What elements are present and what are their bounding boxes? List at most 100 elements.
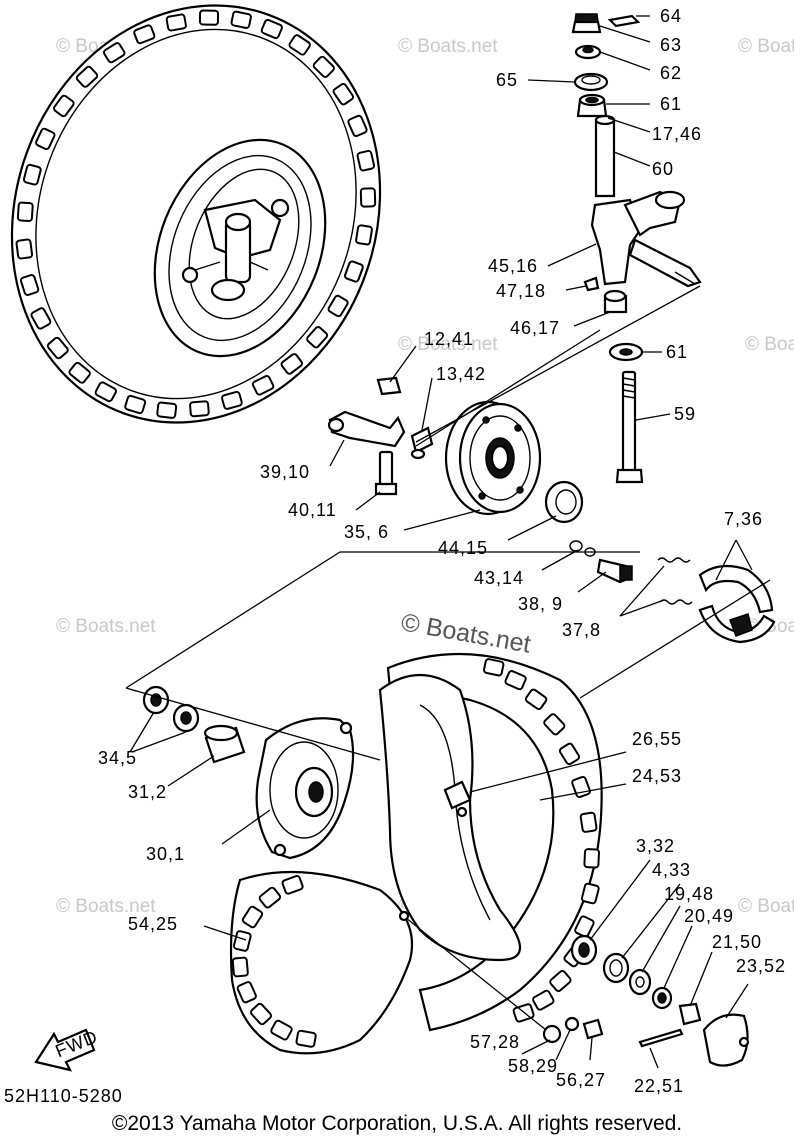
callout-54-25: 54,25: [128, 914, 178, 934]
tread-lug: [102, 42, 126, 64]
tread-lug: [347, 114, 368, 137]
tread-lug: [280, 353, 303, 375]
callout-23-52: 23,52: [736, 956, 786, 976]
tread-lug: [356, 149, 376, 172]
brake-arm-group: [327, 376, 776, 644]
tread-lug: [482, 658, 505, 677]
callout-65: 65: [496, 70, 518, 90]
tread-lug: [230, 10, 252, 29]
tread-lug: [15, 238, 34, 260]
copyright-notice: ©2013 Yamaha Motor Corporation, U.S.A. A…: [111, 1112, 683, 1135]
callout-7-36: 7,36: [724, 509, 763, 529]
tread-lug: [580, 882, 600, 905]
tread-lug: [156, 401, 178, 419]
tread-lug: [16, 201, 34, 223]
callout-59: 59: [674, 404, 696, 424]
callout-34-5: 34,5: [98, 748, 137, 768]
callout-44-15: 44,15: [438, 538, 488, 558]
callout-47-18: 47,18: [496, 281, 546, 301]
tread-lug: [558, 742, 581, 766]
tread-lug: [221, 390, 243, 410]
callout-60: 60: [652, 159, 674, 179]
callout-43-14: 43,14: [474, 568, 524, 588]
callout-62: 62: [660, 63, 682, 83]
tread-lug: [312, 55, 335, 78]
tread-lug: [124, 394, 147, 415]
watermark: © Boats.net: [56, 616, 156, 637]
watermark: © Boats.net: [56, 896, 156, 917]
callout-46-17: 46,17: [510, 318, 560, 338]
tread-lug: [46, 336, 69, 360]
drawing-code: 52H110-5280: [4, 1086, 123, 1106]
callout-3-32: 3,32: [636, 836, 675, 856]
callout-21-50: 21,50: [712, 932, 762, 952]
watermark: © Boats.net: [398, 334, 498, 355]
tread-lug: [549, 970, 572, 992]
watermark: © Boats.net: [738, 896, 794, 917]
callout-20-49: 20,49: [684, 906, 734, 926]
tread-lug: [579, 811, 598, 833]
tread-lug: [133, 24, 156, 45]
fwd-arrow: FWD: [34, 1026, 101, 1072]
tread-lug: [22, 163, 42, 186]
tread-lug: [504, 670, 527, 691]
tread-lug: [232, 930, 252, 952]
tread-lug: [94, 381, 117, 403]
callout-64: 64: [660, 6, 682, 26]
callout-30-1: 30,1: [146, 844, 185, 864]
callout-45-16: 45,16: [488, 256, 538, 276]
callout-56-27: 56,27: [556, 1070, 606, 1090]
reference-lines: [125, 285, 771, 761]
tread-lug: [288, 34, 311, 56]
tread-lug: [359, 187, 377, 208]
callout-57-28: 57,28: [470, 1032, 520, 1052]
watermark: © Boats.net: [738, 36, 794, 57]
tread-lug: [68, 361, 91, 384]
tread-lug: [198, 9, 220, 26]
tread-lug: [306, 326, 329, 349]
tread-lug: [258, 886, 282, 909]
callout-58-29: 58,29: [508, 1056, 558, 1076]
tread-lug: [53, 94, 75, 118]
callout-22-51: 22,51: [634, 1076, 684, 1096]
leader-lines: [129, 15, 753, 1069]
tread-lug: [583, 848, 600, 869]
tread-lug: [165, 13, 187, 32]
watermark-center: © Boats.net: [399, 608, 533, 658]
callout-61: 61: [660, 94, 682, 114]
tread-lug: [251, 375, 275, 396]
callout-13-42: 13,42: [436, 364, 486, 384]
tread-lug: [327, 294, 349, 318]
tread-lug: [231, 956, 249, 978]
knuckle-parts: [571, 13, 702, 314]
callout-4-33: 4,33: [652, 860, 691, 880]
tread-lug: [35, 127, 56, 151]
tread-lug: [241, 905, 264, 929]
tread-lug: [355, 224, 373, 246]
tread-lug: [574, 915, 595, 938]
kingpin-bolt: [608, 342, 644, 484]
callout-12-41: 12,41: [424, 329, 474, 349]
tread-lug: [532, 989, 555, 1011]
callout-17-46: 17,46: [652, 124, 702, 144]
tread-lug: [30, 307, 52, 330]
callout-24-53: 24,53: [632, 766, 682, 786]
callout-31-2: 31,2: [128, 782, 167, 802]
tread-lug: [19, 274, 40, 296]
callout-40-11: 40,11: [288, 500, 337, 520]
upper-tire: [10, 4, 382, 424]
tread-lug: [270, 1019, 293, 1041]
callout-26-55: 26,55: [632, 729, 682, 749]
tread-lug: [260, 18, 283, 40]
callout-61-lower: 61: [666, 342, 688, 362]
callout-39-10: 39,10: [260, 462, 310, 482]
tread-lug: [281, 874, 304, 895]
watermark: © Boats.net: [745, 334, 794, 355]
tread-lug: [189, 400, 210, 418]
watermark: © Boats.net: [398, 36, 498, 57]
tread-lug: [332, 82, 354, 106]
callout-37-8: 37,8: [562, 620, 601, 640]
callout-63: 63: [660, 35, 682, 55]
callout-38-9: 38, 9: [518, 594, 563, 614]
